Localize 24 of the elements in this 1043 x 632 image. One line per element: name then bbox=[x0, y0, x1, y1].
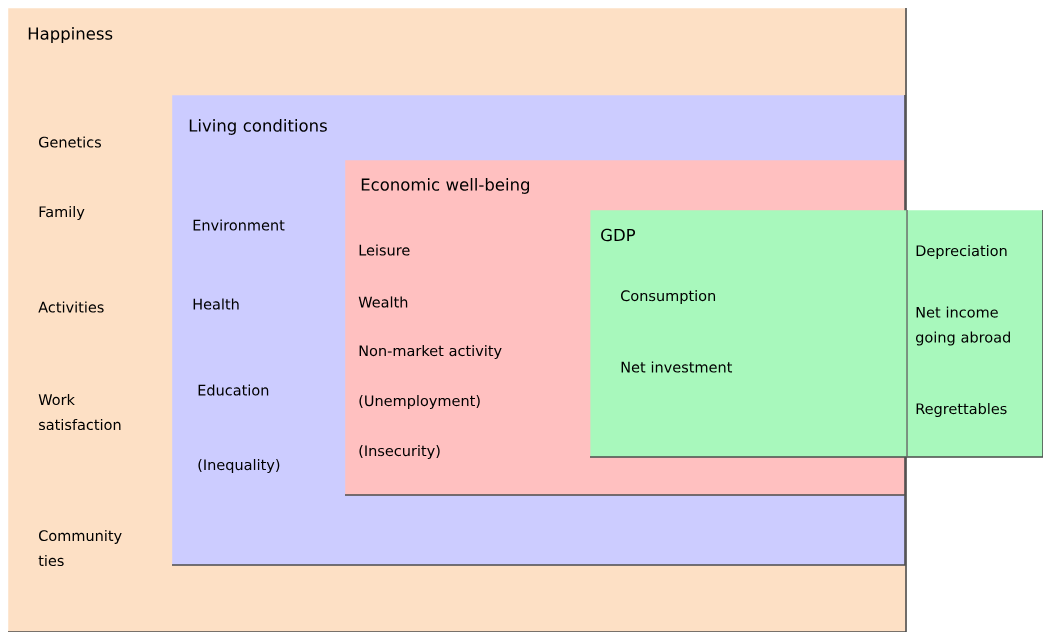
box-heading: GDP bbox=[601, 228, 636, 242]
factor-label: (Inequality) bbox=[198, 459, 280, 473]
factor-label: Work satisfaction bbox=[38, 393, 121, 431]
factor-label: Education bbox=[198, 384, 269, 396]
factor-label: Consumption bbox=[621, 290, 716, 304]
factor-label: Health bbox=[193, 298, 239, 310]
box-heading: Happiness bbox=[28, 27, 113, 43]
factor-label: Non-market activity bbox=[359, 345, 502, 359]
factor-label: Activities bbox=[38, 301, 104, 313]
factor-label: Net income going abroad bbox=[916, 306, 1010, 346]
region-box bbox=[589, 209, 1043, 458]
factor-label: Depreciation bbox=[916, 245, 1007, 259]
box-heading: Economic well-being bbox=[361, 178, 529, 194]
factor-label: (Insecurity) bbox=[359, 445, 440, 459]
factor-label: Net investment bbox=[621, 361, 733, 373]
factor-label: Community ties bbox=[38, 529, 122, 567]
factor-label: Leisure bbox=[359, 244, 410, 256]
factor-label: (Unemployment) bbox=[359, 395, 480, 409]
factor-label: Genetics bbox=[39, 136, 101, 148]
box-heading: Living conditions bbox=[189, 119, 327, 135]
factor-label: Family bbox=[39, 206, 85, 220]
factor-label: Wealth bbox=[358, 296, 408, 308]
factor-label: Regrettables bbox=[916, 403, 1007, 417]
factor-label: Environment bbox=[193, 219, 285, 231]
